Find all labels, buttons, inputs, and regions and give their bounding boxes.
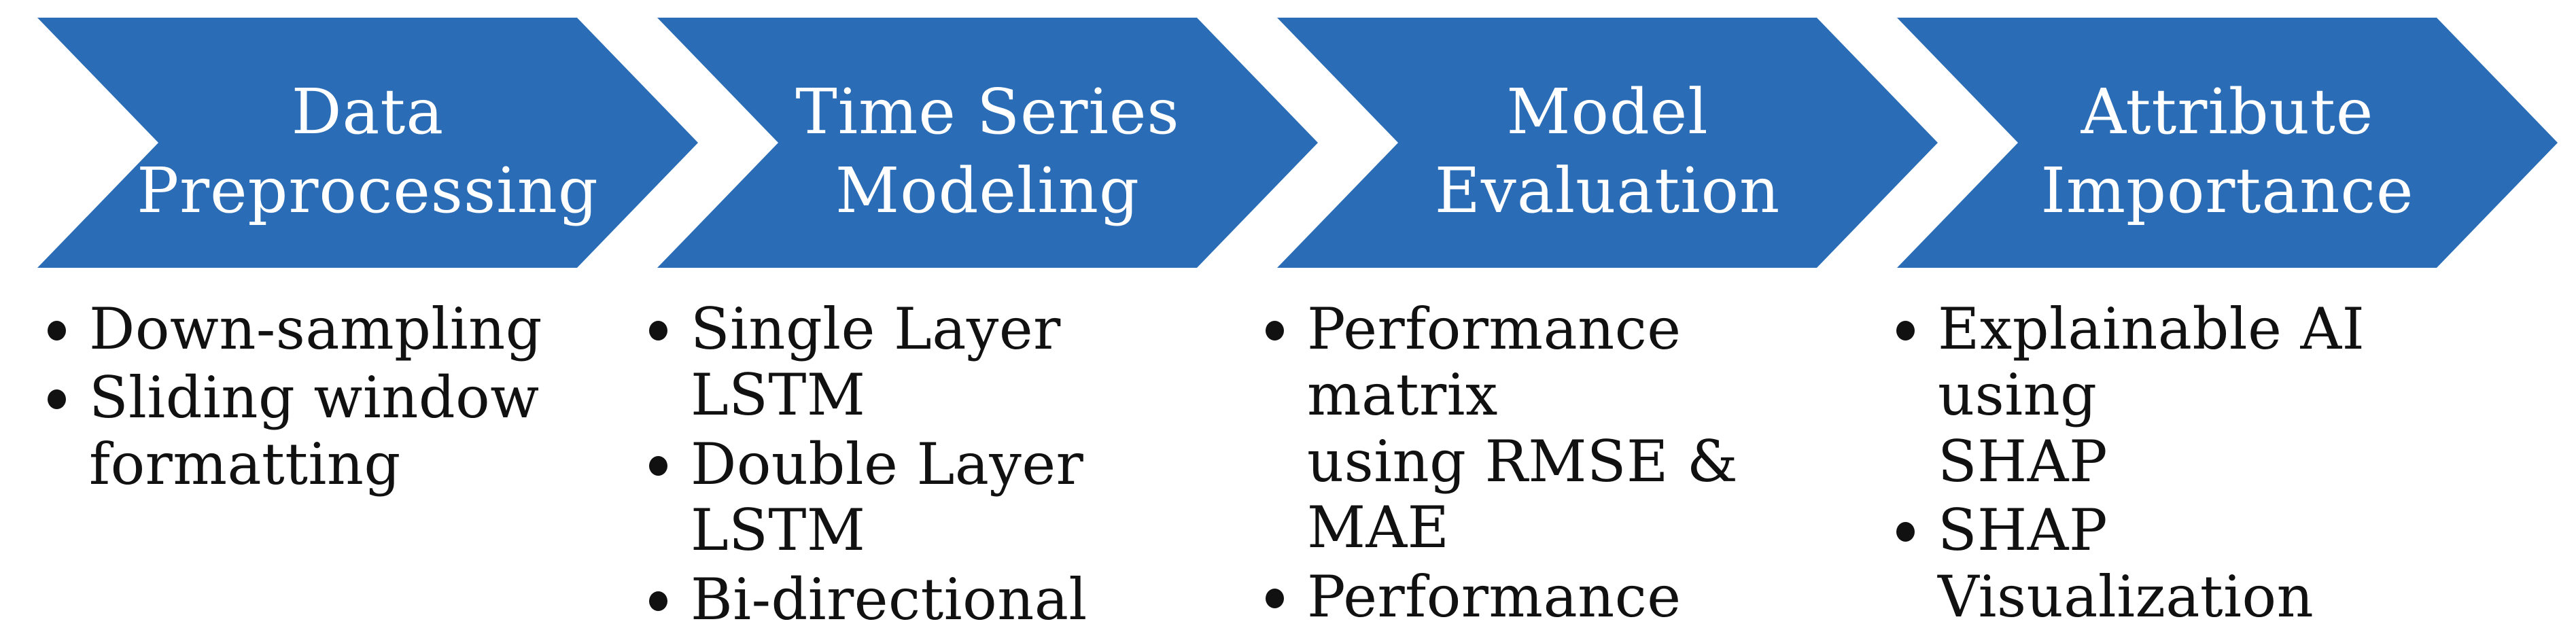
bullet-text: Performance matrix using RMSE & MAE — [1307, 296, 1739, 561]
bullet-dot-icon — [649, 321, 667, 341]
bullet-item: Bi-directional LSTM — [649, 565, 1254, 628]
bullet-item: Performance comparison to previous study — [1266, 563, 1870, 628]
bullet-text: Explainable AI using SHAP — [1938, 296, 2365, 495]
stage-title: Attribute Importance — [2040, 75, 2414, 227]
bullet-text: SHAP Visualization — [1938, 497, 2314, 628]
bullet-dot-icon — [48, 321, 66, 341]
bullet-dot-icon — [649, 591, 667, 611]
stage-bullet-list-model-evaluation: Performance matrix using RMSE & MAE Perf… — [1266, 296, 1870, 628]
bullet-text: Down-sampling — [89, 296, 543, 362]
chevron-arrow-data-preprocessing: Data Preprocessing — [37, 18, 698, 268]
bullet-dot-icon — [1266, 321, 1284, 341]
stage-title: Data Preprocessing — [137, 75, 599, 227]
bullet-text: Single Layer LSTM — [691, 296, 1061, 429]
bullet-item: Single Layer LSTM — [649, 296, 1254, 429]
bullet-item: Down-sampling — [48, 296, 652, 362]
chevron-arrow-model-evaluation: Model Evaluation — [1277, 18, 1938, 268]
chevron-arrow-attribute-importance: Attribute Importance — [1897, 18, 2558, 268]
bullet-text: Double Layer LSTM — [691, 430, 1084, 564]
stage-bullet-list-time-series-modeling: Single Layer LSTM Double Layer LSTM Bi-d… — [649, 296, 1254, 628]
bullet-item: Explainable AI using SHAP — [1896, 296, 2501, 495]
bullet-text: Performance comparison to previous study — [1307, 563, 1682, 628]
bullet-dot-icon — [649, 455, 667, 476]
bullet-item: Performance matrix using RMSE & MAE — [1266, 296, 1870, 561]
bullet-item: SHAP Visualization — [1896, 498, 2501, 628]
bullet-dot-icon — [1896, 522, 1915, 542]
stage-bullet-list-data-preprocessing: Down-sampling Sliding window formatting — [48, 296, 652, 500]
bullet-item: Double Layer LSTM — [649, 430, 1254, 564]
bullet-item: Sliding window formatting — [48, 365, 652, 498]
chevron-arrow-time-series-modeling: Time Series Modeling — [657, 18, 1318, 268]
stage-title: Model Evaluation — [1434, 75, 1781, 227]
bullet-text: Sliding window formatting — [89, 364, 540, 498]
bullet-dot-icon — [1266, 588, 1284, 608]
bullet-text: Bi-directional LSTM — [691, 565, 1087, 628]
stage-bullet-list-attribute-importance: Explainable AI using SHAP SHAP Visualiza… — [1896, 296, 2501, 628]
bullet-dot-icon — [48, 389, 66, 410]
bullet-dot-icon — [1896, 321, 1915, 341]
stage-title: Time Series Modeling — [795, 75, 1180, 227]
